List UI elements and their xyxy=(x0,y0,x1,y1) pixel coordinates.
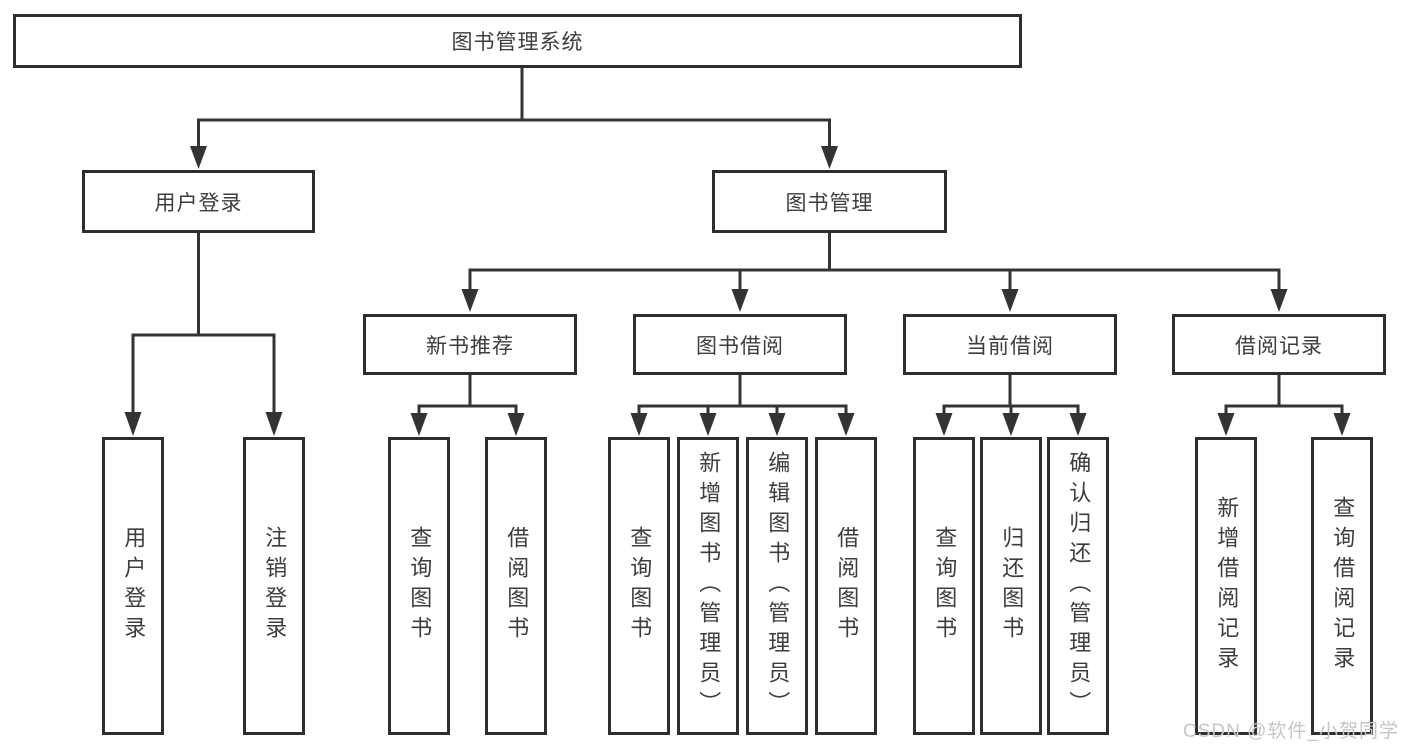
leaf-borrow-books-2: 借阅图书 xyxy=(815,437,877,735)
node-label: 图书管理系统 xyxy=(451,31,584,54)
node-label: 用户登录 xyxy=(154,191,243,215)
leaf-logout: 注销登录 xyxy=(243,437,305,735)
leaf-query-books-1: 查询图书 xyxy=(388,437,450,735)
leaf-user-login: 用户登录 xyxy=(102,437,164,735)
node-label: 查询图书 xyxy=(627,526,653,646)
node-label: 查询图书 xyxy=(407,526,433,646)
csdn-watermark: CSDN @软件_小贺同学 xyxy=(1183,721,1399,742)
node-label: 注销登录 xyxy=(262,526,288,646)
node-label: 确认归还（管理员） xyxy=(1066,451,1092,721)
leaf-add-borrow-record: 新增借阅记录 xyxy=(1195,437,1257,735)
leaf-borrow-books-1: 借阅图书 xyxy=(485,437,547,735)
node-label: 新书推荐 xyxy=(426,334,514,358)
node-label: 借阅图书 xyxy=(504,526,530,646)
node-current-borrowing: 当前借阅 xyxy=(903,314,1117,375)
node-label: 归还图书 xyxy=(999,526,1025,646)
node-label: 用户登录 xyxy=(121,526,147,646)
node-new-book-recommend: 新书推荐 xyxy=(363,314,577,375)
node-book-borrowing: 图书借阅 xyxy=(633,314,847,375)
leaf-confirm-return-admin: 确认归还（管理员） xyxy=(1047,437,1109,735)
leaf-query-borrow-record: 查询借阅记录 xyxy=(1311,437,1373,735)
node-label: 编辑图书（管理员） xyxy=(765,451,791,721)
leaf-query-books-3: 查询图书 xyxy=(913,437,975,735)
node-label: 借阅图书 xyxy=(834,526,860,646)
node-label: 新增图书（管理员） xyxy=(696,451,722,721)
node-borrow-records: 借阅记录 xyxy=(1172,314,1386,375)
node-label: 借阅记录 xyxy=(1235,334,1323,358)
node-label: 查询借阅记录 xyxy=(1330,496,1356,676)
leaf-edit-books-admin: 编辑图书（管理员） xyxy=(746,437,808,735)
node-book-management: 图书管理 xyxy=(712,170,947,233)
node-user-login: 用户登录 xyxy=(82,170,315,233)
node-label: 当前借阅 xyxy=(966,334,1054,358)
node-label: 新增借阅记录 xyxy=(1214,496,1240,676)
node-label: 查询图书 xyxy=(932,526,958,646)
node-root-system: 图书管理系统 xyxy=(13,14,1022,68)
leaf-query-books-2: 查询图书 xyxy=(608,437,670,735)
leaf-add-books-admin: 新增图书（管理员） xyxy=(677,437,739,735)
node-label: 图书管理 xyxy=(785,191,874,215)
leaf-return-books: 归还图书 xyxy=(980,437,1042,735)
node-label: 图书借阅 xyxy=(696,334,784,358)
